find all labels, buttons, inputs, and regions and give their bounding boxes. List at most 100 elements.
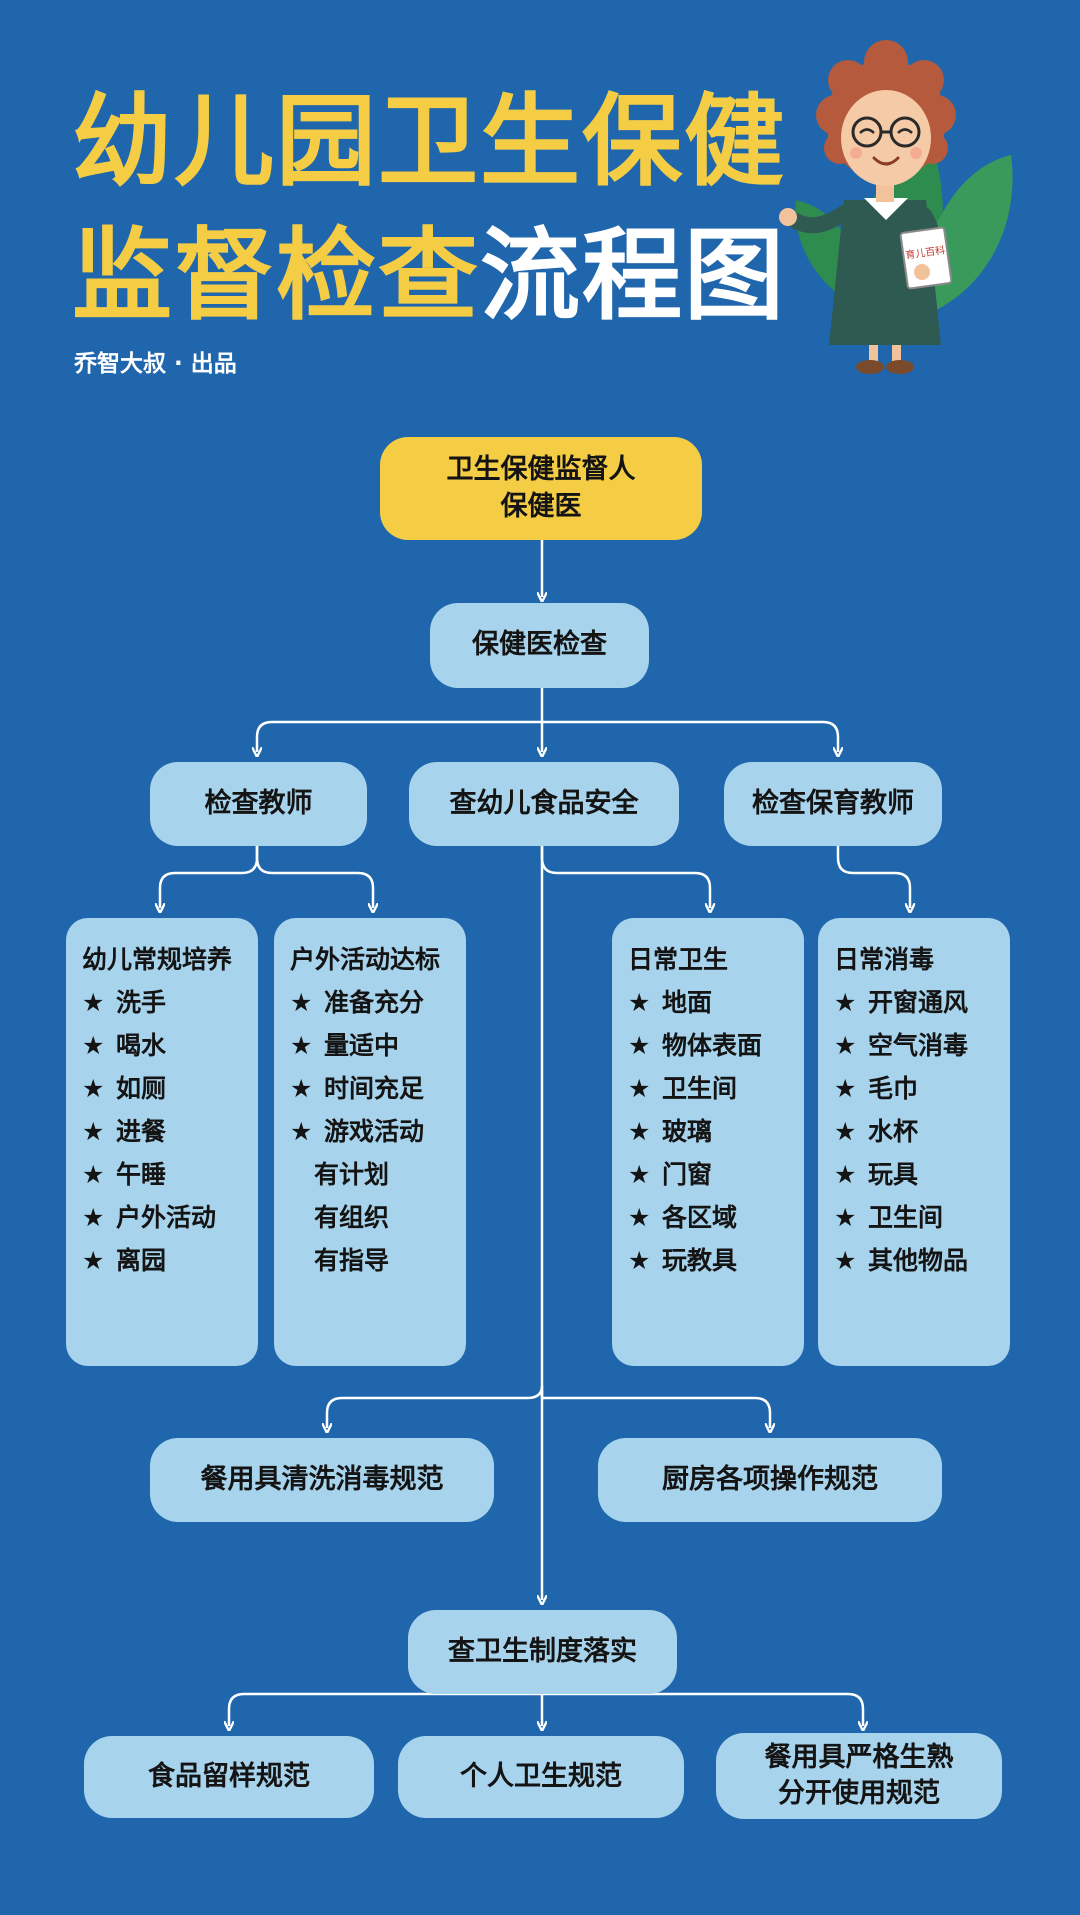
list-outdoor-activity: 户外活动达标 ★准备充分 ★量适中 ★时间充足 ★游戏活动 有计划 有组织 有指… — [274, 918, 466, 1366]
star-icon: ★ — [82, 1031, 105, 1060]
node-supervisor-line1: 卫生保健监督人 — [446, 454, 636, 486]
list-item: ★玻璃 — [628, 1110, 804, 1153]
list-outdoor-activity-title: 户外活动达标 — [290, 945, 441, 974]
node-food-sample-label: 食品留样规范 — [148, 1760, 310, 1792]
arrow-to-list1 — [160, 846, 259, 908]
list-item: ★空气消毒 — [834, 1024, 1010, 1067]
list-item: ★开窗通风 — [834, 981, 1010, 1024]
list-item: ★其他物品 — [834, 1239, 1010, 1282]
arrow-to-care — [542, 720, 838, 752]
node-raw-cooked-separation-line1: 餐用具严格生熟 — [764, 1741, 954, 1773]
star-icon: ★ — [628, 1203, 651, 1232]
list-item: ★准备充分 — [290, 981, 466, 1024]
star-icon: ★ — [82, 1117, 105, 1146]
list-sub-item: 有计划 — [314, 1160, 390, 1189]
star-icon: ★ — [834, 988, 857, 1017]
list-routine-training: 幼儿常规培养 ★洗手 ★喝水 ★如厕 ★进餐 ★午睡 ★户外活动 ★离园 — [66, 918, 258, 1366]
node-supervisor-line2: 保健医 — [500, 490, 582, 522]
node-hygiene-system: 查卫生制度落实 — [408, 1610, 677, 1694]
list-item: ★时间充足 — [290, 1067, 466, 1110]
arrow-to-sample — [229, 1692, 542, 1726]
star-icon: ★ — [628, 1160, 651, 1189]
arrow-to-list2 — [255, 846, 373, 908]
list-item: ★卫生间 — [834, 1196, 1010, 1239]
node-food-sample: 食品留样规范 — [84, 1736, 374, 1818]
node-raw-cooked-separation-line2: 分开使用规范 — [778, 1778, 940, 1809]
list-item: ★门窗 — [628, 1153, 804, 1196]
star-icon: ★ — [82, 1074, 105, 1103]
star-icon: ★ — [628, 1074, 651, 1103]
glasses-icon — [851, 116, 921, 148]
list-item: ★户外活动 — [82, 1196, 258, 1239]
node-personal-hygiene-label: 个人卫生规范 — [460, 1760, 622, 1792]
list-item: ★量适中 — [290, 1024, 466, 1067]
list-daily-disinfection-title: 日常消毒 — [834, 945, 935, 974]
list-routine-training-title: 幼儿常规培养 — [82, 945, 233, 974]
list-item: ★毛巾 — [834, 1067, 1010, 1110]
star-icon: ★ — [82, 1203, 105, 1232]
arrow-to-list4 — [836, 846, 910, 908]
node-check-teacher: 检查教师 — [150, 762, 367, 846]
node-supervisor: 卫生保健监督人 保健医 — [380, 437, 702, 540]
list-item: ★游戏活动 — [290, 1110, 466, 1153]
star-icon: ★ — [290, 988, 313, 1017]
star-icon: ★ — [290, 1074, 313, 1103]
list-item: ★物体表面 — [628, 1024, 804, 1067]
node-check-care-teacher: 检查保育教师 — [724, 762, 942, 846]
list-daily-hygiene: 日常卫生 ★地面 ★物体表面 ★卫生间 ★玻璃 ★门窗 ★各区域 ★玩教具 — [612, 918, 804, 1366]
star-icon: ★ — [82, 1160, 105, 1189]
list-item: ★水杯 — [834, 1110, 1010, 1153]
list-item: ★洗手 — [82, 981, 258, 1024]
node-kitchen-operation: 厨房各项操作规范 — [598, 1438, 942, 1522]
node-kitchen-operation-label: 厨房各项操作规范 — [662, 1463, 878, 1495]
star-icon: ★ — [82, 988, 105, 1017]
byline: 乔智大叔 · 出品 — [74, 351, 237, 377]
title-line-2-yellow: 监督检查 — [72, 217, 480, 334]
teacher-character-icon: 育儿百科 — [779, 40, 1013, 374]
arrow-to-kitchen — [542, 1396, 770, 1428]
node-tableware-cleaning: 餐用具清洗消毒规范 — [150, 1438, 494, 1522]
node-hygiene-system-label: 查卫生制度落实 — [448, 1635, 637, 1667]
star-icon: ★ — [834, 1246, 857, 1275]
star-icon: ★ — [628, 1117, 651, 1146]
list-item: ★地面 — [628, 981, 804, 1024]
arrow-to-teacher — [257, 720, 542, 752]
star-icon: ★ — [290, 1031, 313, 1060]
star-icon: ★ — [82, 1246, 105, 1275]
list-sub-item: 有组织 — [314, 1203, 390, 1232]
star-icon: ★ — [628, 988, 651, 1017]
node-food-safety: 查幼儿食品安全 — [409, 762, 679, 846]
node-raw-cooked-separation: 餐用具严格生熟 分开使用规范 — [716, 1733, 1002, 1819]
list-item: ★进餐 — [82, 1110, 258, 1153]
star-icon: ★ — [628, 1246, 651, 1275]
arrow-to-separate — [542, 1692, 863, 1726]
list-item: ★玩具 — [834, 1153, 1010, 1196]
node-check-care-teacher-label: 检查保育教师 — [752, 787, 914, 819]
node-check-teacher-label: 检查教师 — [204, 787, 313, 819]
star-icon: ★ — [834, 1203, 857, 1232]
list-sub-item: 有指导 — [314, 1246, 390, 1275]
star-icon: ★ — [834, 1074, 857, 1103]
title-line-2-white: 流程图 — [480, 217, 786, 334]
node-personal-hygiene: 个人卫生规范 — [398, 1736, 684, 1818]
star-icon: ★ — [290, 1117, 313, 1146]
arrow-to-tableware — [327, 1385, 544, 1428]
title-line-2: 监督检查流程图 — [72, 226, 786, 326]
list-item: ★离园 — [82, 1239, 258, 1282]
node-doctor-check-label: 保健医检查 — [472, 629, 607, 661]
list-daily-disinfection: 日常消毒 ★开窗通风 ★空气消毒 ★毛巾 ★水杯 ★玩具 ★卫生间 ★其他物品 — [818, 918, 1010, 1366]
list-item: ★如厕 — [82, 1067, 258, 1110]
list-item: ★玩教具 — [628, 1239, 804, 1282]
node-doctor-check: 保健医检查 — [430, 603, 649, 688]
arrow-to-list3 — [540, 846, 710, 908]
star-icon: ★ — [628, 1031, 651, 1060]
list-item: ★各区域 — [628, 1196, 804, 1239]
list-item: ★卫生间 — [628, 1067, 804, 1110]
node-tableware-cleaning-label: 餐用具清洗消毒规范 — [200, 1463, 444, 1495]
star-icon: ★ — [834, 1031, 857, 1060]
book-icon: 育儿百科 — [899, 226, 953, 290]
list-daily-hygiene-title: 日常卫生 — [628, 945, 729, 974]
star-icon: ★ — [834, 1160, 857, 1189]
title-line-1: 幼儿园卫生保健 — [72, 83, 786, 200]
